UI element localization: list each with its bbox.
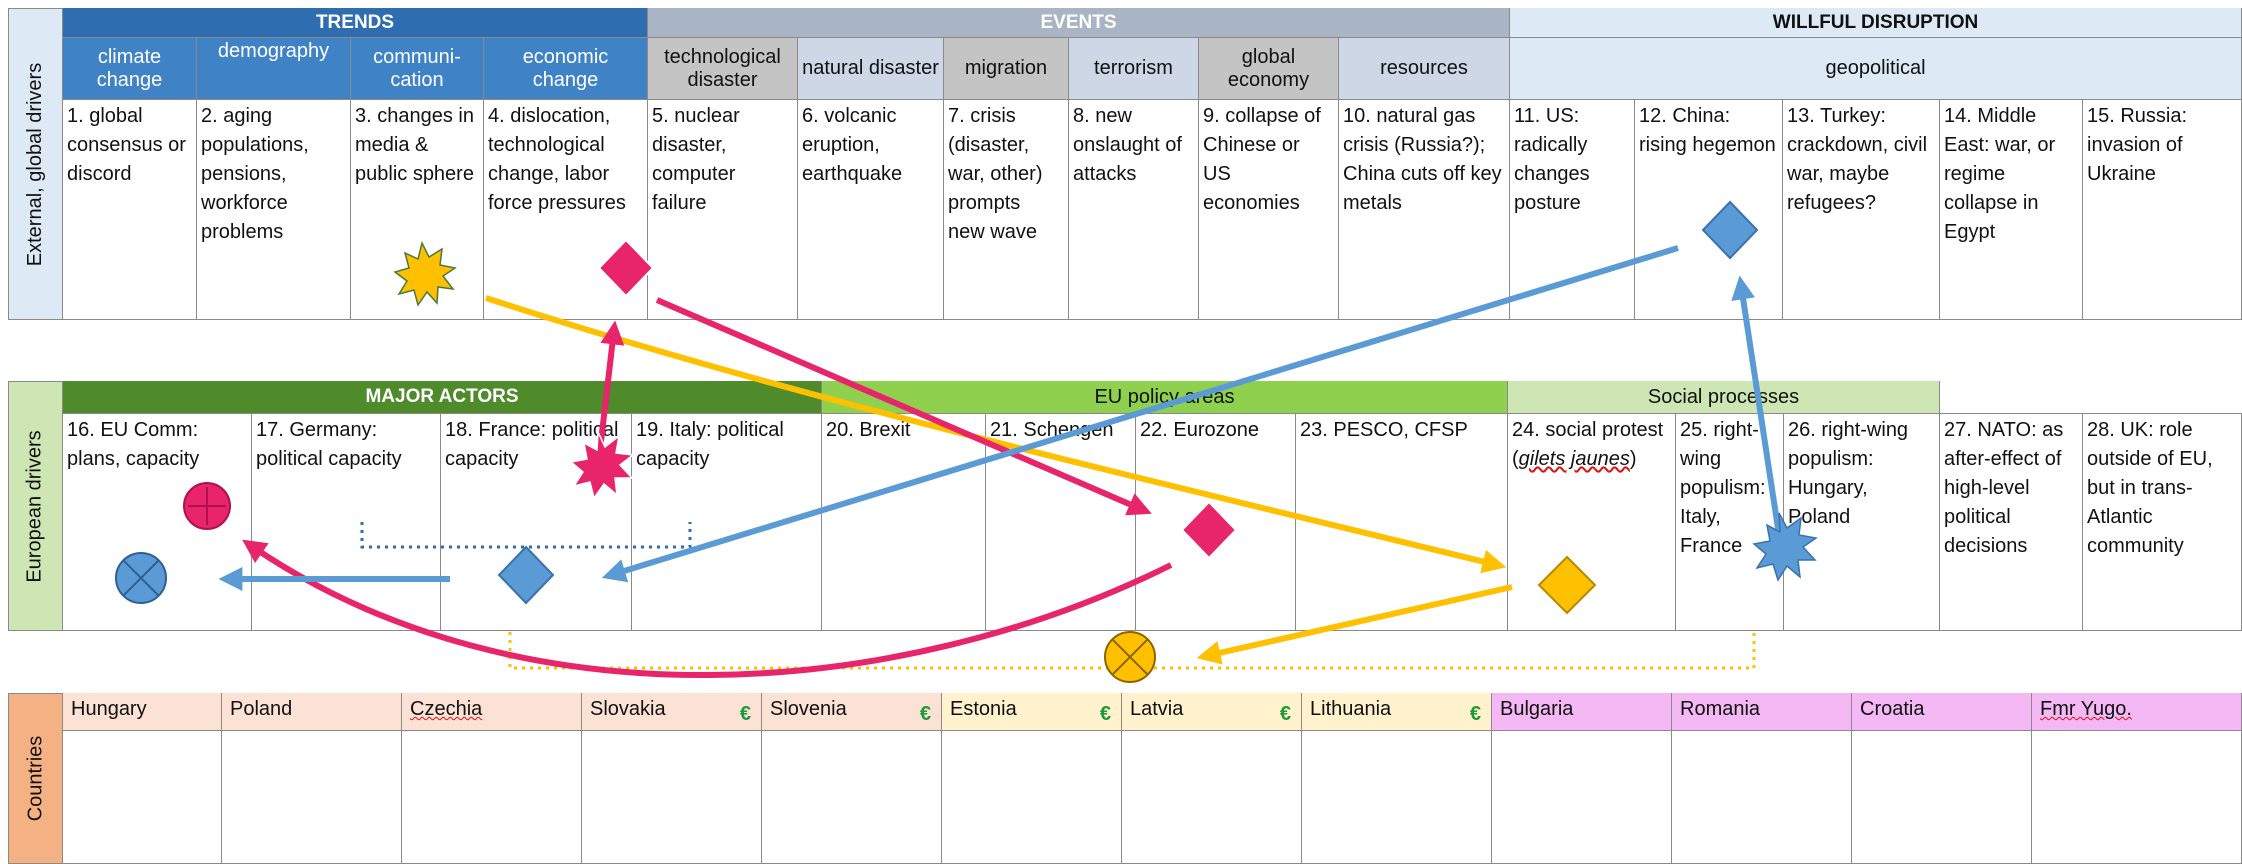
country-header-fmr-yugo: Fmr Yugo. <box>2032 693 2242 731</box>
european-drivers-label: European drivers <box>8 381 63 631</box>
group-major-actors-header: MAJOR ACTORS <box>63 381 822 414</box>
country-name: Czechia <box>410 698 483 720</box>
circle-x-yellow-hub <box>1104 631 1156 683</box>
group-willful-header: WILLFUL DISRUPTION <box>1510 8 2242 38</box>
country-body-cell <box>1852 731 2032 864</box>
driver-7: 7. crisis (disaster, war, other) prompts… <box>944 100 1069 320</box>
country-name: Romania <box>1680 698 1761 720</box>
country-body-cell <box>1302 731 1492 864</box>
driver-21: 21. Schengen <box>986 414 1136 631</box>
driver-23: 23. PESCO, CFSP <box>1296 414 1508 631</box>
driver-16: 16. EU Comm: plans, capacity <box>63 414 252 631</box>
group-blank-header <box>1940 381 2242 414</box>
group-social-processes-header: Social processes <box>1508 381 1940 414</box>
country-header-estonia: Estonia € <box>942 693 1122 731</box>
country-body-cell <box>402 731 582 864</box>
country-body-cell <box>63 731 222 864</box>
subhead-migration: migration <box>944 38 1069 100</box>
country-name: Slovenia <box>770 698 847 720</box>
country-name: Lithuania <box>1310 698 1392 720</box>
driver-11: 11. US: radically changes posture <box>1510 100 1635 320</box>
country-body-cell <box>942 731 1122 864</box>
country-header-romania: Romania <box>1672 693 1852 731</box>
driver-24: 24. social protest (gilets jaunes) <box>1508 414 1676 631</box>
driver-14: 14. Middle East: war, or regime collapse… <box>1940 100 2083 320</box>
driver-26: 26. right-wing populism: Hungary, Poland <box>1784 414 1940 631</box>
driver-2: 2. aging populations, pensions, workforc… <box>197 100 351 320</box>
driver-8: 8. new onslaught of attacks <box>1069 100 1199 320</box>
subhead-technological-disaster: technological disaster <box>648 38 798 100</box>
external-drivers-label: External, global drivers <box>8 8 63 320</box>
subhead-geopolitical: geopolitical <box>1510 38 2242 100</box>
circle-x-yellow-hub-a <box>1112 639 1148 675</box>
subhead-global-economy: global economy <box>1199 38 1339 100</box>
country-header-czechia: Czechia <box>402 693 582 731</box>
group-eu-policy-header: EU policy areas <box>822 381 1508 414</box>
country-body-cell <box>2032 731 2242 864</box>
country-name: Hungary <box>71 698 147 720</box>
driver-15: 15. Russia: invasion of Ukraine <box>2087 105 2188 185</box>
subhead-climate-change: climate change <box>63 38 197 100</box>
driver-22: 22. Eurozone <box>1136 414 1296 631</box>
circle-x-yellow-hub-b <box>1112 639 1148 675</box>
country-name: Latvia <box>1130 698 1184 720</box>
driver-24-text-b: gilets jaunes <box>1518 448 1630 470</box>
country-name: Bulgaria <box>1500 698 1574 720</box>
subhead-economic-change: economic change <box>484 38 648 100</box>
country-body-cell <box>1672 731 1852 864</box>
driver-17: 17. Germany: political capacity <box>252 414 441 631</box>
country-body-cell <box>762 731 942 864</box>
driver-6: 6. volcanic eruption, earthquake <box>798 100 944 320</box>
country-body-cell <box>1122 731 1302 864</box>
driver-19: 19. Italy: political capacity <box>632 414 822 631</box>
subhead-terrorism: terrorism <box>1069 38 1199 100</box>
country-header-lithuania: Lithuania € <box>1302 693 1492 731</box>
subhead-natural-disaster: natural disaster <box>798 38 944 100</box>
driver-10: 10. natural gas crisis (Russia?); China … <box>1339 100 1510 320</box>
country-name: Fmr Yugo. <box>2040 698 2132 720</box>
country-body-cell <box>582 731 762 864</box>
country-header-poland: Poland <box>222 693 402 731</box>
country-header-hungary: Hungary <box>63 693 222 731</box>
subhead-resources: resources <box>1339 38 1510 100</box>
euro-icon: € <box>739 703 751 725</box>
country-body-cell <box>1492 731 1672 864</box>
group-events-header: EVENTS <box>648 8 1510 38</box>
country-name: Poland <box>230 698 293 720</box>
euro-icon: € <box>1469 703 1481 725</box>
driver-27: 27. NATO: as after-effect of high-level … <box>1940 414 2083 631</box>
country-header-slovenia: Slovenia € <box>762 693 942 731</box>
country-header-slovakia: Slovakia € <box>582 693 762 731</box>
subhead-communication: communi-cation <box>351 38 484 100</box>
euro-icon: € <box>1279 703 1291 725</box>
euro-icon: € <box>1099 703 1111 725</box>
dotted-yellow-connector <box>508 632 1756 670</box>
driver-20: 20. Brexit <box>822 414 986 631</box>
country-header-bulgaria: Bulgaria <box>1492 693 1672 731</box>
country-header-croatia: Croatia <box>1852 693 2032 731</box>
country-name: Croatia <box>1860 698 1925 720</box>
country-name: Slovakia <box>590 698 666 720</box>
country-body-cell <box>222 731 402 864</box>
driver-9: 9. collapse of Chinese or US economies <box>1199 100 1339 320</box>
driver-5: 5. nuclear disaster, computer failure <box>648 100 798 320</box>
driver-4: 4. dislocation, technological change, la… <box>484 100 648 320</box>
driver-1: 1. global consensus or discord <box>63 100 197 320</box>
countries-label: Countries <box>8 693 63 864</box>
driver-13: 13. Turkey: crackdown, civil war, maybe … <box>1783 100 1940 320</box>
driver-24-text-c: ) <box>1629 448 1637 470</box>
driver-3: 3. changes in media & public sphere <box>351 100 484 320</box>
driver-25: 25. right-wing populism: Italy, France <box>1676 414 1784 631</box>
driver-18: 18. France: political capacity <box>441 414 632 631</box>
subhead-demography: demography <box>197 38 351 100</box>
driver-12: 12. China: rising hegemon <box>1635 100 1783 320</box>
country-header-latvia: Latvia € <box>1122 693 1302 731</box>
group-trends-header: TRENDS <box>63 8 648 38</box>
country-name: Estonia <box>950 698 1017 720</box>
euro-icon: € <box>919 703 931 725</box>
driver-28: 28. UK: role outside of EU, but in trans… <box>2087 419 2213 557</box>
